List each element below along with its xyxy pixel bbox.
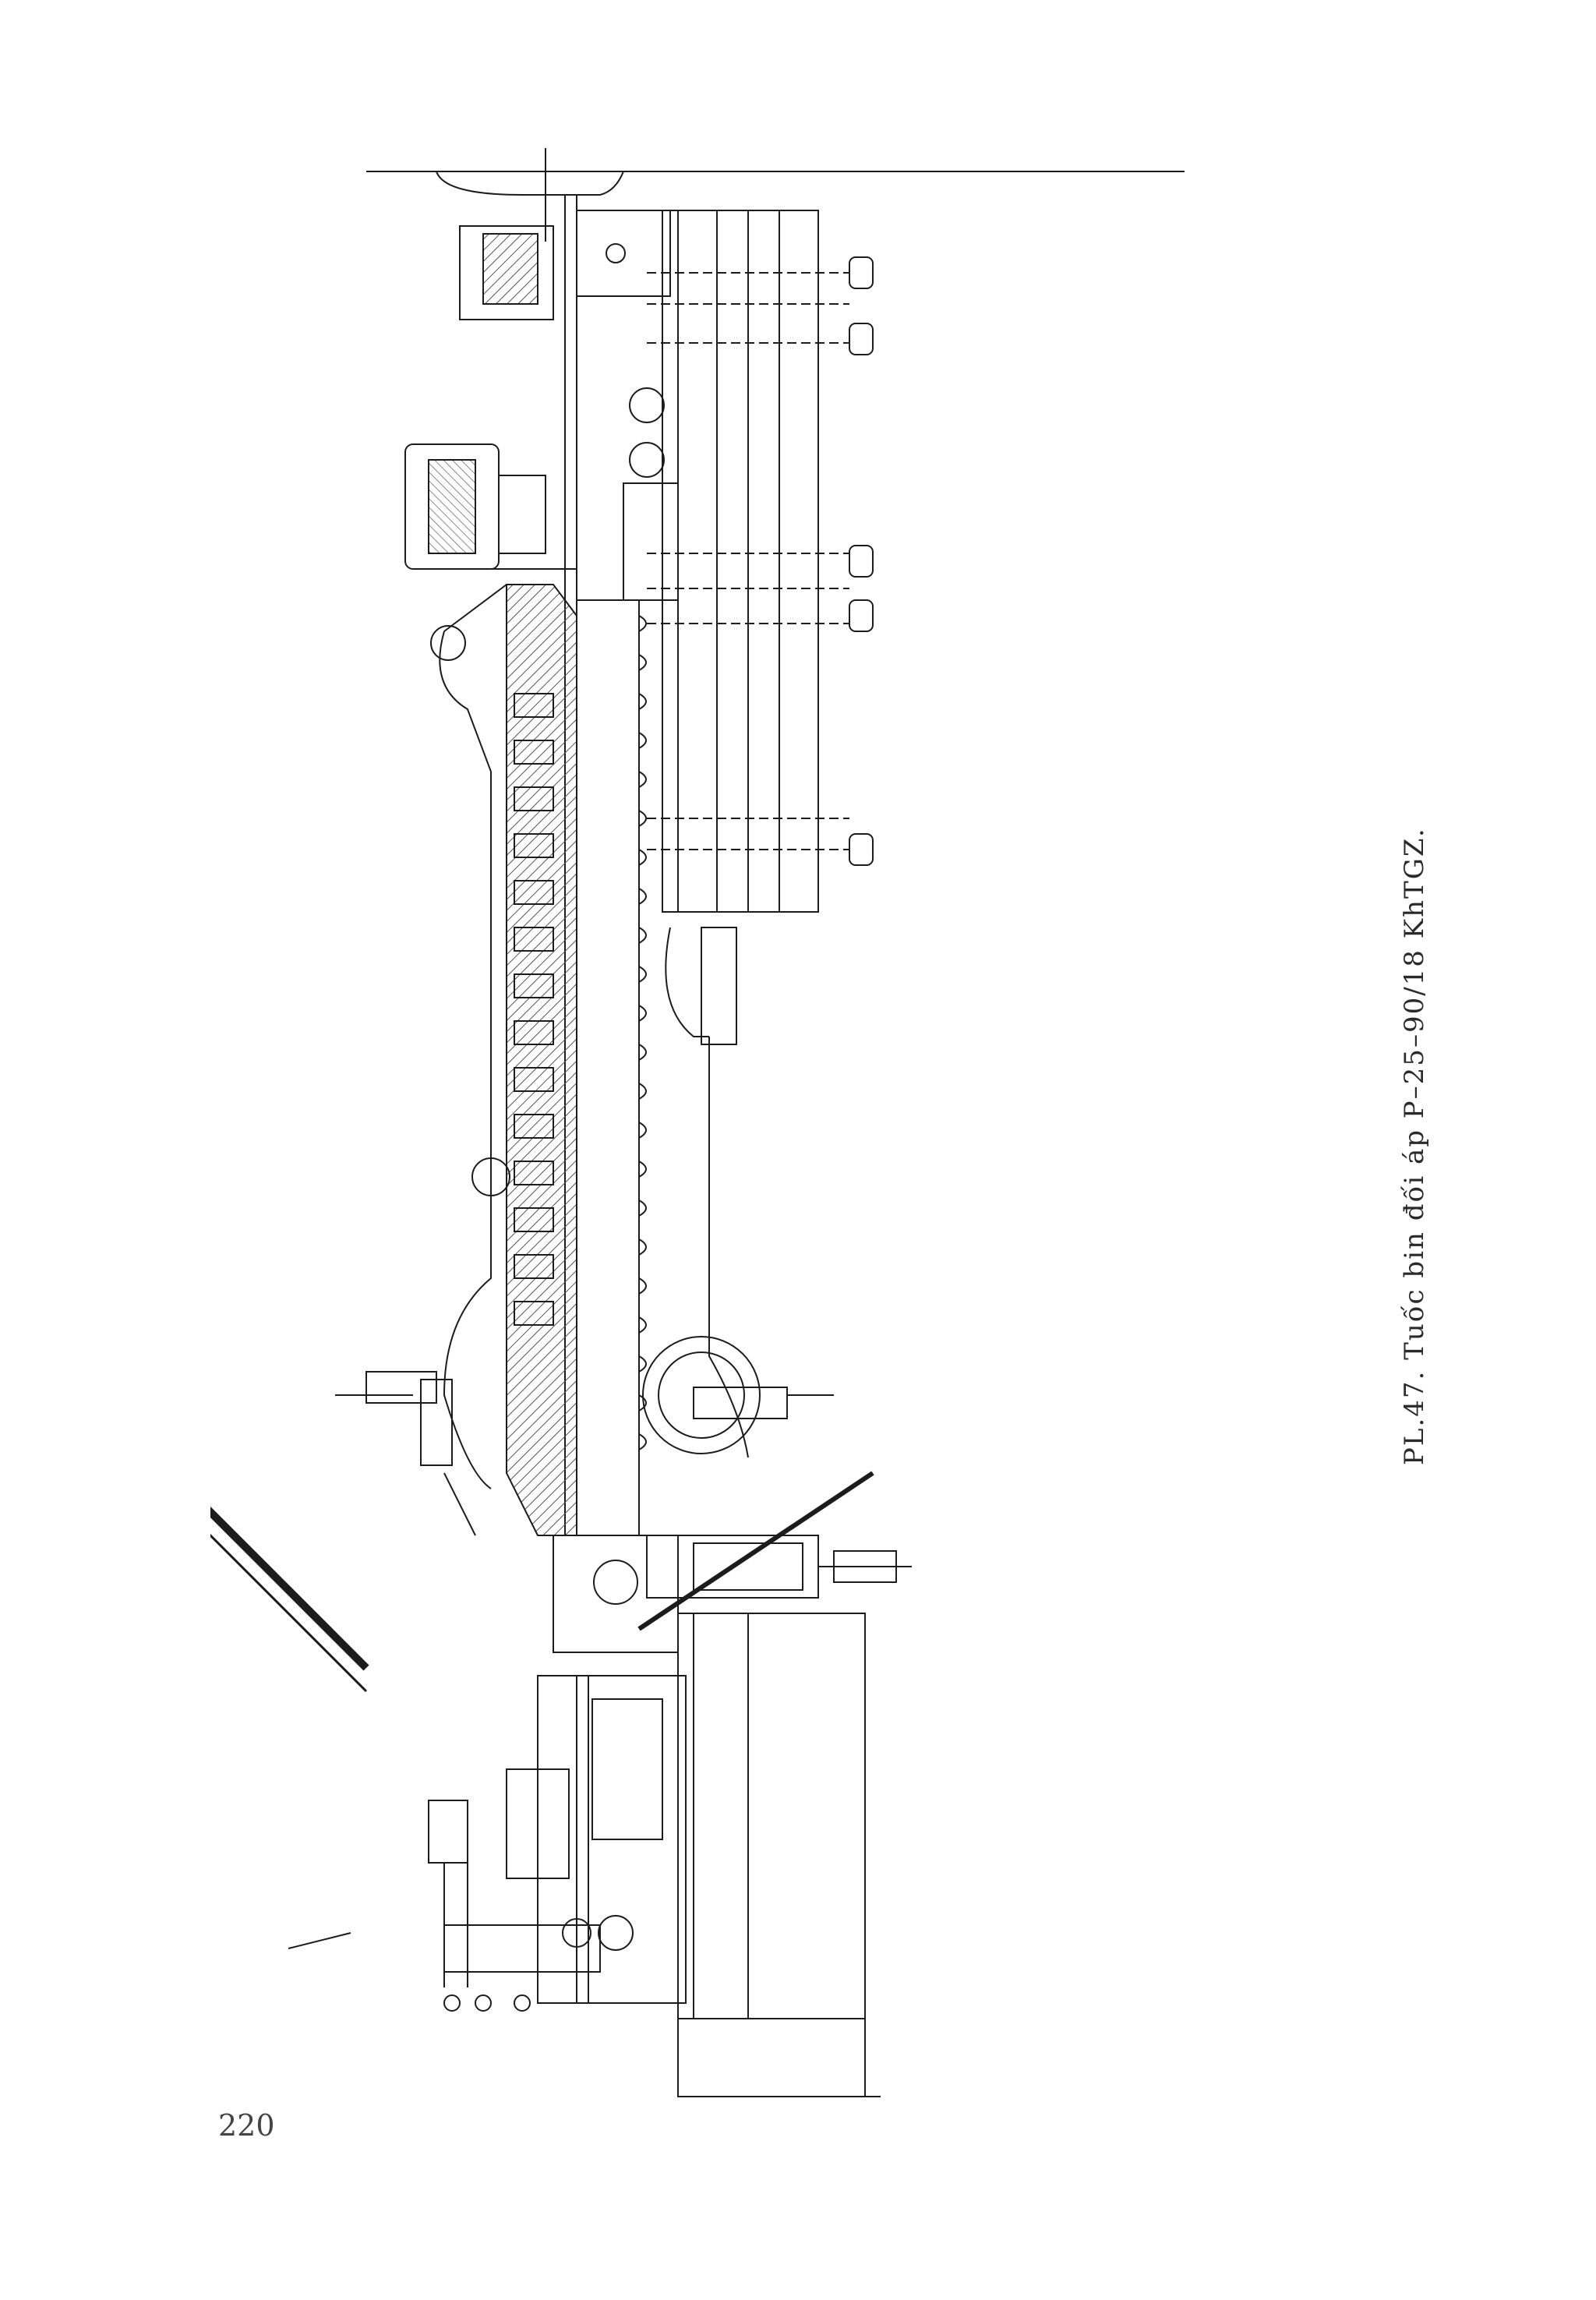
figure-caption: PL.47. Tuốc bin đối áp P–25–90/18 KhTGZ.: [1399, 827, 1430, 1465]
page-number: 220: [218, 2108, 275, 2143]
turbine-section-drawing: [210, 148, 1278, 2112]
